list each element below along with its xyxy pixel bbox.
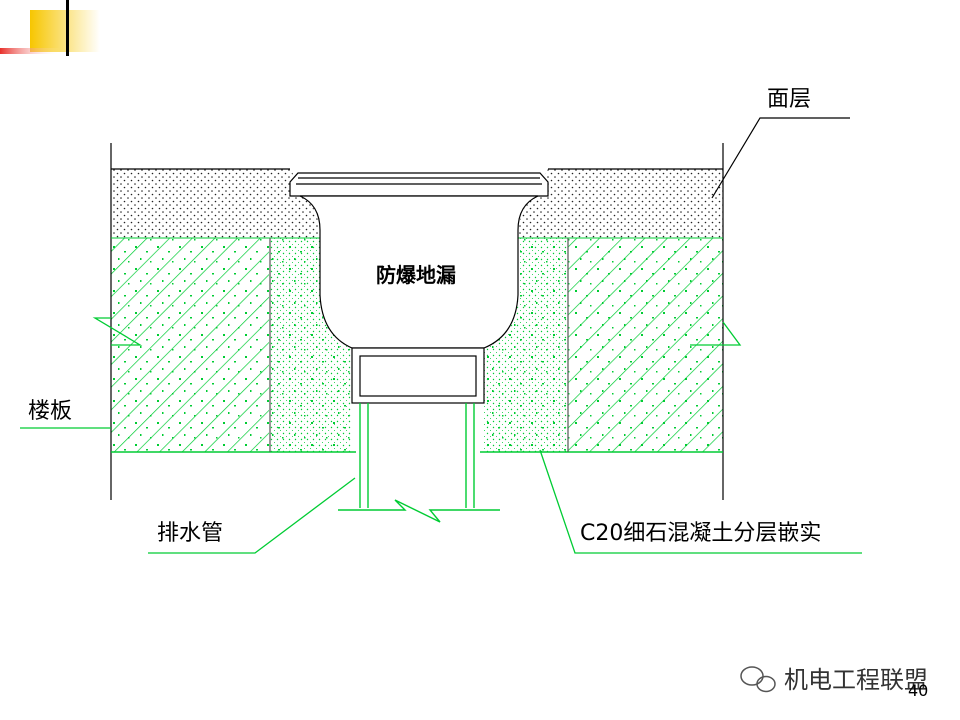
section-outline (110, 143, 724, 500)
floor-drain (289, 172, 549, 404)
break-marks (92, 317, 742, 346)
surface-leader (711, 117, 850, 199)
watermark: 机电工程联盟 (740, 666, 928, 694)
page-number: 40 (908, 681, 928, 700)
label-surface-layer: 面层 (767, 87, 811, 112)
corner-decoration (0, 0, 100, 56)
label-concrete-fill: C20细石混凝土分层嵌实 (580, 521, 821, 546)
watermark-text: 机电工程联盟 (784, 666, 928, 694)
surface-layer-area (111, 169, 723, 238)
drain-pipe (338, 403, 500, 523)
label-floor-drain: 防爆地漏 (376, 263, 456, 287)
leader-lines (20, 427, 862, 554)
concrete-fill-area (270, 238, 568, 452)
label-floor-slab: 楼板 (28, 399, 72, 424)
floor-slab-left (111, 238, 269, 452)
wechat-icon (740, 666, 776, 693)
label-drain-pipe: 排水管 (157, 521, 223, 546)
